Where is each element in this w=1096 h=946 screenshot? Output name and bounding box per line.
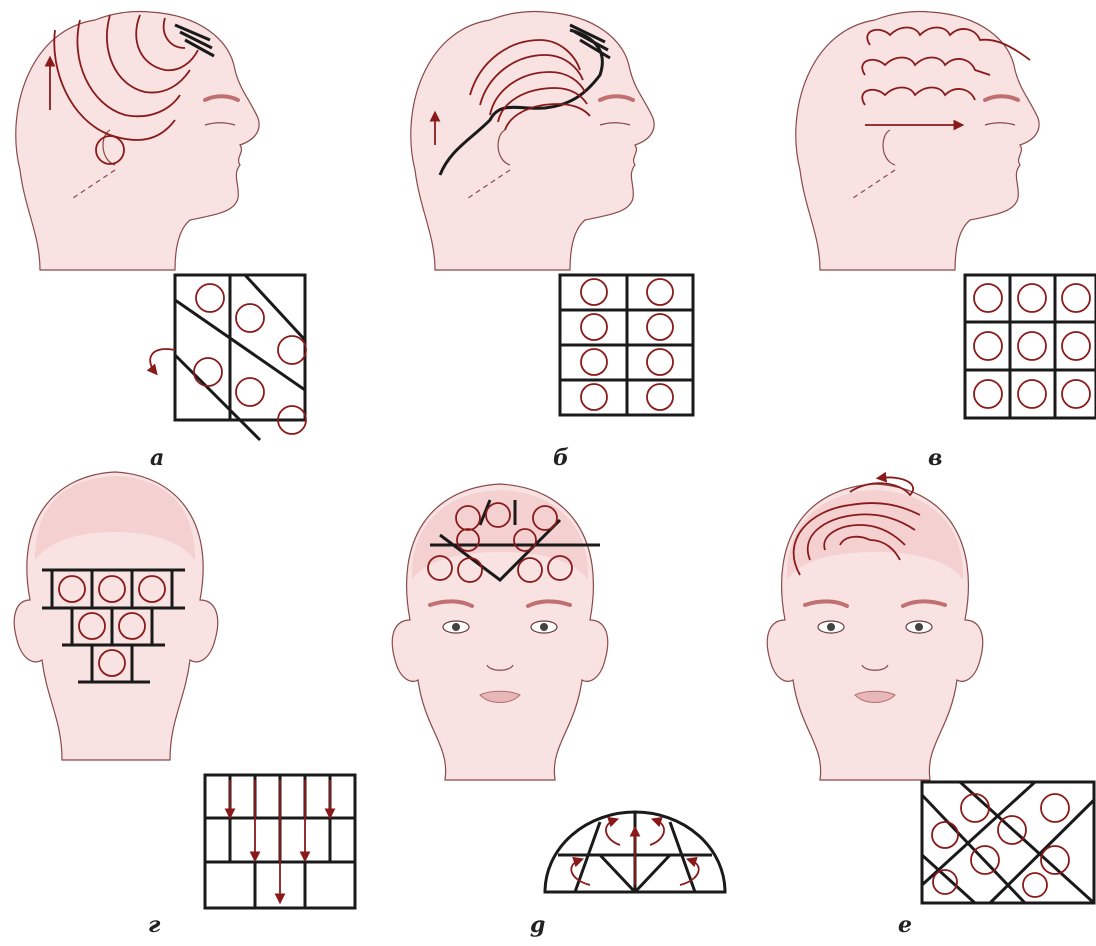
grid-g bbox=[205, 775, 355, 908]
profile-head-b bbox=[411, 11, 654, 270]
label-v: в bbox=[928, 445, 942, 471]
profile-head-a bbox=[16, 11, 259, 270]
back-head-g bbox=[14, 472, 217, 760]
profile-head-v bbox=[796, 11, 1039, 270]
front-head-e bbox=[767, 477, 982, 780]
label-e: e bbox=[898, 912, 912, 938]
front-head-d bbox=[392, 484, 607, 780]
label-g: г bbox=[148, 912, 160, 938]
grid-b bbox=[560, 275, 693, 415]
label-b: б bbox=[553, 445, 569, 471]
label-a: а bbox=[150, 445, 164, 471]
grid-a bbox=[150, 275, 306, 440]
label-d: g bbox=[530, 912, 545, 938]
grid-d bbox=[545, 812, 725, 892]
grid-e bbox=[922, 782, 1094, 903]
grid-v bbox=[965, 275, 1096, 418]
